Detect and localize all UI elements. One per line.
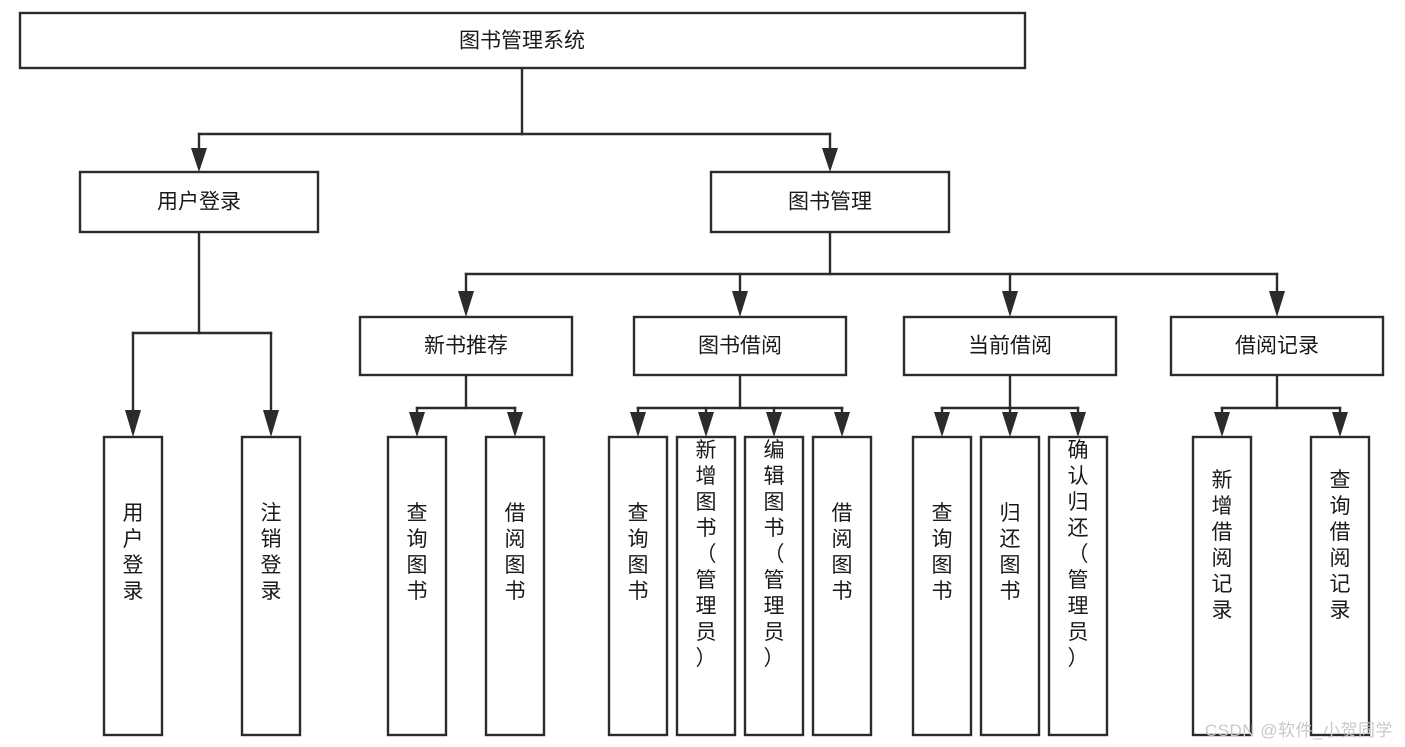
arrowhead-leaf9 — [934, 412, 950, 437]
node-leaf1-box[interactable] — [102, 435, 164, 737]
node-leaf11-label: 确认归还（管理员） — [1068, 439, 1089, 670]
node-current[interactable]: 当前借阅 — [902, 315, 1118, 377]
node-root-label: 图书管理系统 — [459, 30, 585, 53]
leaf-node[interactable]: 查询图书 — [607, 435, 669, 737]
node-leaf13-label: 查询借阅记录 — [1330, 469, 1351, 622]
arrowhead-leaf3 — [409, 412, 425, 437]
node-leaf3-label: 查询图书 — [407, 502, 428, 603]
leaf-node[interactable]: 借阅图书 — [484, 435, 546, 737]
node-leaf9-label: 查询图书 — [932, 502, 953, 603]
node-bookmgmt[interactable]: 图书管理 — [709, 170, 951, 234]
node-records[interactable]: 借阅记录 — [1169, 315, 1385, 377]
arrowhead-leaf5 — [630, 412, 646, 437]
node-newbook[interactable]: 新书推荐 — [358, 315, 574, 377]
leaf-node[interactable]: 查询图书 — [386, 435, 448, 737]
node-leaf10-box[interactable] — [979, 435, 1041, 737]
leaf-node[interactable]: 注销登录 — [240, 435, 302, 737]
leaf-node[interactable]: 归还图书 — [979, 435, 1041, 737]
arrowhead-leaf8 — [834, 412, 850, 437]
node-bookmgmt-box[interactable] — [709, 170, 951, 234]
node-borrow-label: 图书借阅 — [698, 335, 782, 358]
node-leaf4-box[interactable] — [484, 435, 546, 737]
arrowhead-leaf7 — [766, 412, 782, 437]
node-leaf8-box[interactable] — [811, 435, 873, 737]
leaf-node[interactable]: 编辑图书（管理员） — [743, 435, 805, 737]
arrowhead-leaf12 — [1214, 412, 1230, 437]
arrowhead-leaf6 — [698, 412, 714, 437]
node-bookmgmt-label: 图书管理 — [788, 191, 872, 214]
arrowhead-current — [1002, 291, 1018, 317]
arrowhead-login — [191, 148, 207, 172]
connector-layer — [125, 66, 1348, 437]
arrowhead-newbook — [458, 291, 474, 317]
node-leaf2-label: 注销登录 — [261, 502, 282, 603]
arrowhead-leaf4 — [507, 412, 523, 437]
arrowhead-borrow — [732, 291, 748, 317]
node-leaf6-label: 新增图书（管理员） — [696, 439, 717, 670]
node-records-box[interactable] — [1169, 315, 1385, 377]
node-leaf11-box[interactable] — [1047, 435, 1109, 737]
leaf-node[interactable]: 新增借阅记录 — [1191, 435, 1253, 737]
leaf-node[interactable]: 确认归还（管理员） — [1047, 435, 1109, 737]
leaf-node[interactable]: 新增图书（管理员） — [675, 435, 737, 737]
node-leaf4-label: 借阅图书 — [505, 502, 526, 603]
leaf-node[interactable]: 用户登录 — [102, 435, 164, 737]
node-login-box[interactable] — [78, 170, 320, 234]
leaf-node[interactable]: 借阅图书 — [811, 435, 873, 737]
node-leaf7-box[interactable] — [743, 435, 805, 737]
csdn-watermark: CSDN @软件_小贺同学 — [1204, 721, 1393, 740]
arrowhead-bookmgmt — [822, 148, 838, 172]
node-root[interactable]: 图书管理系统 — [18, 11, 1027, 70]
node-login[interactable]: 用户登录 — [78, 170, 320, 234]
node-leaf13-box[interactable] — [1309, 435, 1371, 737]
arrowhead-records — [1269, 291, 1285, 317]
leaf-node[interactable]: 查询图书 — [911, 435, 973, 737]
node-leaf12-label: 新增借阅记录 — [1212, 469, 1233, 622]
arrowhead-leaf2 — [263, 410, 279, 437]
node-leaf12-box[interactable] — [1191, 435, 1253, 737]
arrowhead-leaf1 — [125, 410, 141, 437]
node-root-box[interactable] — [18, 11, 1027, 70]
node-leaf7-label: 编辑图书（管理员） — [764, 439, 785, 670]
node-leaf5-box[interactable] — [607, 435, 669, 737]
node-leaf10-label: 归还图书 — [1000, 502, 1021, 603]
node-borrow-box[interactable] — [632, 315, 848, 377]
node-login-label: 用户登录 — [157, 191, 241, 214]
node-current-label: 当前借阅 — [968, 335, 1052, 358]
node-borrow[interactable]: 图书借阅 — [632, 315, 848, 377]
node-leaf3-box[interactable] — [386, 435, 448, 737]
node-records-label: 借阅记录 — [1235, 335, 1319, 358]
node-leaf1-label: 用户登录 — [123, 502, 144, 603]
node-leaf9-box[interactable] — [911, 435, 973, 737]
node-leaf5-label: 查询图书 — [628, 502, 649, 603]
node-current-box[interactable] — [902, 315, 1118, 377]
node-newbook-box[interactable] — [358, 315, 574, 377]
arrowhead-leaf11 — [1070, 412, 1086, 437]
node-newbook-label: 新书推荐 — [424, 335, 508, 358]
arrowhead-leaf13 — [1332, 412, 1348, 437]
node-leaf2-box[interactable] — [240, 435, 302, 737]
arrowhead-leaf10 — [1002, 412, 1018, 437]
node-leaf8-label: 借阅图书 — [832, 502, 853, 603]
leaf-node[interactable]: 查询借阅记录 — [1309, 435, 1371, 737]
node-leaf6-box[interactable] — [675, 435, 737, 737]
